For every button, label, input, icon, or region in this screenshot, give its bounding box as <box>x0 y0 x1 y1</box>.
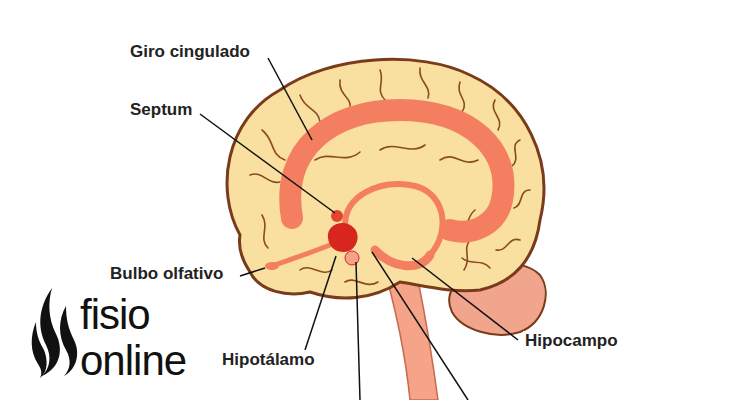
part-label: Bulbo olfativo <box>108 264 225 284</box>
cerebrum <box>227 59 544 298</box>
mammillary-body <box>345 251 359 265</box>
watermark-text: fisio <box>80 294 150 336</box>
part-label: Septum <box>128 100 194 120</box>
cingulate-gyrus <box>290 110 503 232</box>
part-label: Hipocampo <box>523 331 620 351</box>
hypothalamus <box>328 223 358 252</box>
fornix <box>345 184 443 255</box>
olfactory-bulb <box>265 262 279 270</box>
watermark-text: online <box>80 340 186 382</box>
part-label: Hipotálamo <box>220 350 317 370</box>
leader-lines <box>200 58 518 400</box>
hippocampus <box>375 250 430 266</box>
gyri <box>250 68 530 284</box>
brainstem <box>388 280 438 400</box>
logo-icon <box>32 288 77 378</box>
part-label: Giro cingulado <box>128 42 252 62</box>
olfactory-tract <box>272 243 335 266</box>
